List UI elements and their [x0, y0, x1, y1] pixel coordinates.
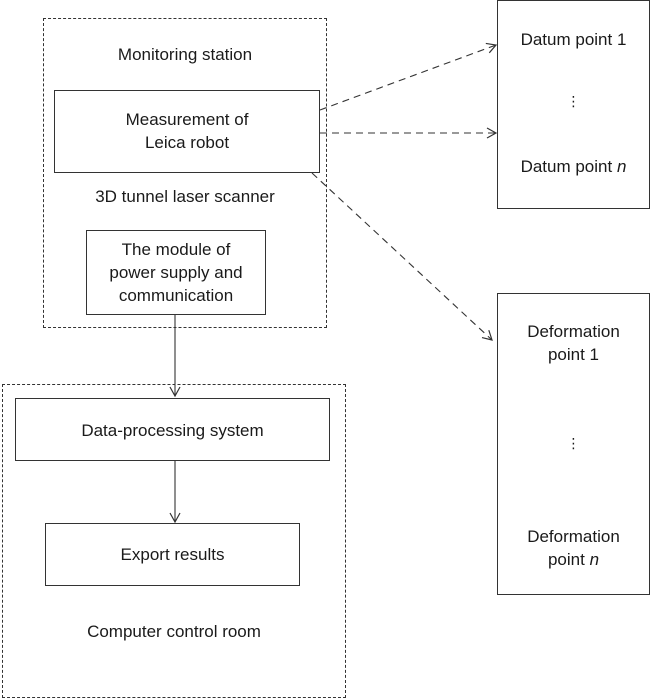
export-results-box	[45, 523, 300, 586]
module-label-line3: communication	[118, 286, 234, 305]
monitoring-station-group	[43, 18, 327, 328]
computer-control-room-group	[2, 384, 346, 698]
arrow-measurement-to-datum-1	[319, 42, 498, 111]
deformation-ellipsis: ⋮	[566, 435, 581, 451]
module-label-line1: The module of	[121, 240, 231, 259]
export-results-label: Export results	[120, 545, 225, 564]
datum-point-n-label: Datum point n	[520, 157, 627, 176]
variable-n: n	[616, 157, 627, 176]
measurement-label-line1: Measurement of	[125, 110, 249, 129]
arrow-measurement-to-deformation	[311, 172, 493, 341]
datum-point-1-label: Datum point 1	[520, 30, 627, 49]
datum-ellipsis: ⋮	[566, 93, 581, 109]
scanner-label: 3D tunnel laser scanner	[95, 187, 275, 206]
data-processing-label: Data-processing system	[81, 421, 264, 440]
deformation-points-box	[497, 293, 650, 595]
monitoring-station-title: Monitoring station	[117, 45, 253, 64]
data-processing-box	[15, 398, 330, 461]
measurement-label-line2: Leica robot	[144, 133, 230, 152]
variable-n: n	[589, 550, 600, 569]
deformation-point-n-line1: Deformation	[527, 527, 620, 546]
deformation-point-1-line1: Deformation	[527, 322, 620, 341]
power-communication-module-box	[86, 230, 266, 315]
measurement-box	[54, 90, 320, 173]
deformation-point-1-line2: point 1	[547, 345, 600, 364]
module-label-line2: power supply and	[109, 263, 243, 282]
deformation-point-n-line2: point n	[547, 550, 600, 569]
control-room-title: Computer control room	[87, 622, 261, 641]
datum-points-box	[497, 0, 650, 209]
